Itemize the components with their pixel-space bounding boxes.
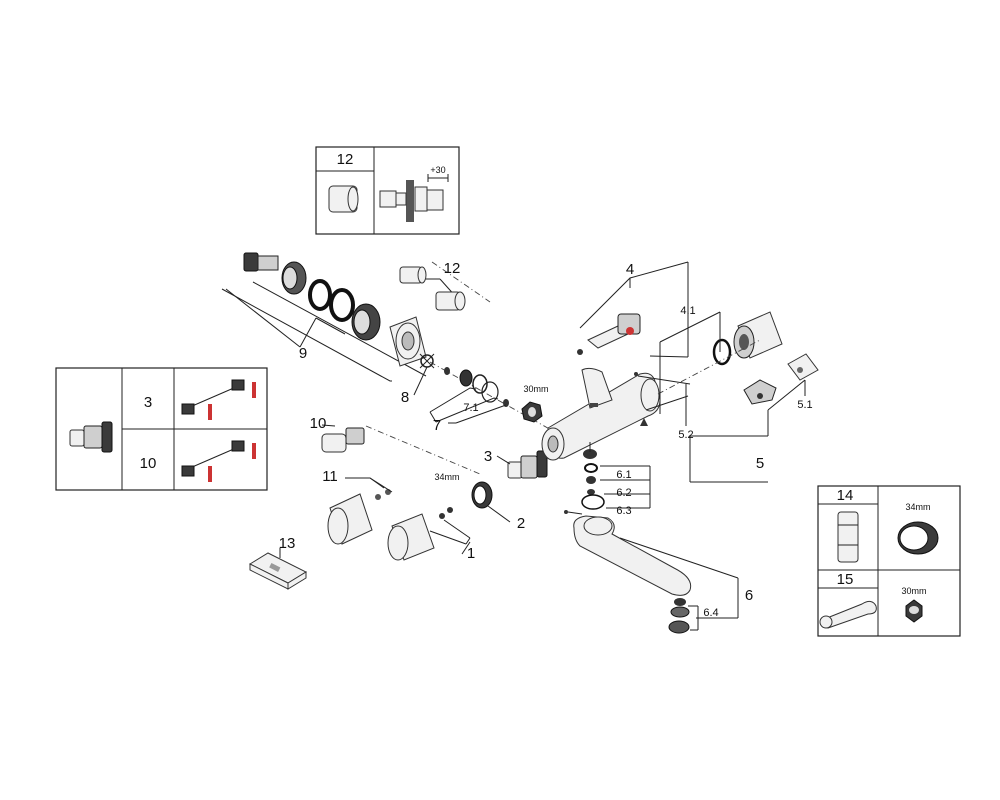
label-7-1: 7.1 bbox=[463, 402, 478, 414]
thermostat-cartridge-icon bbox=[577, 313, 641, 355]
part-1-handle bbox=[387, 507, 471, 561]
label-13: 13 bbox=[279, 535, 296, 552]
axis-line-center bbox=[429, 361, 563, 437]
part-11-handle-cap bbox=[327, 477, 393, 545]
part-group-7 bbox=[429, 367, 509, 424]
label-11: 11 bbox=[322, 468, 338, 485]
clip-part-icon bbox=[743, 379, 777, 405]
o-ring-1 bbox=[308, 279, 332, 311]
aerator-parts bbox=[668, 598, 699, 634]
extension-install-icon bbox=[379, 174, 449, 222]
wrench-icon bbox=[819, 600, 877, 629]
label-2: 2 bbox=[517, 515, 525, 532]
nut-30mm-part bbox=[521, 401, 543, 423]
part-group-6 bbox=[564, 442, 651, 515]
label-6-2: 6.2 bbox=[616, 487, 631, 499]
label-8: 8 bbox=[401, 389, 409, 406]
label-12: 12 bbox=[444, 260, 461, 277]
label-6: 6 bbox=[745, 587, 753, 604]
axis-line-right bbox=[657, 339, 761, 395]
part-10-valve bbox=[321, 424, 365, 453]
tool-14-number: 14 bbox=[837, 487, 854, 504]
label-10: 10 bbox=[310, 415, 327, 432]
o-ring-2 bbox=[329, 288, 355, 322]
label-9: 9 bbox=[299, 345, 307, 362]
nut-30mm-icon bbox=[905, 599, 923, 623]
part-group-9 bbox=[221, 252, 427, 382]
stop-ring-part-icon bbox=[787, 353, 819, 381]
valve-check-diagram-icon bbox=[181, 379, 256, 420]
tool-15-number: 15 bbox=[837, 571, 854, 588]
label-5-2: 5.2 bbox=[678, 429, 693, 441]
valve-insert-icon bbox=[243, 252, 279, 272]
cartridge-tool-icon bbox=[837, 511, 859, 563]
ring-34mm-icon bbox=[897, 521, 939, 555]
cover-cap-icon bbox=[389, 316, 427, 367]
label-7: 7 bbox=[433, 417, 441, 434]
spout bbox=[573, 515, 739, 619]
threaded-ring-icon bbox=[351, 303, 381, 341]
label-5: 5 bbox=[756, 455, 764, 472]
cap-ring-part bbox=[712, 338, 732, 366]
tool-15-dimension: 30mm bbox=[901, 586, 926, 596]
label-4-1: 4.1 bbox=[680, 305, 695, 317]
part-3-check-valve bbox=[507, 450, 548, 479]
box-left-row1: 3 bbox=[144, 394, 152, 411]
adapter-icon-1 bbox=[399, 266, 427, 284]
adapter-part-icon bbox=[328, 185, 359, 213]
inset-box-tools: 14 15 34mm 30mm bbox=[817, 485, 961, 637]
tool-14-dimension: 34mm bbox=[905, 502, 930, 512]
label-5-1: 5.1 bbox=[797, 399, 812, 411]
dim-30mm: 30mm bbox=[523, 384, 548, 394]
label-3: 3 bbox=[484, 448, 492, 465]
axis-line-10 bbox=[365, 425, 481, 475]
label-4: 4 bbox=[626, 261, 634, 278]
box12-number: 12 bbox=[337, 151, 354, 168]
label-6-1: 6.1 bbox=[616, 469, 631, 481]
box12-offset: +30 bbox=[430, 165, 445, 175]
mixer-body bbox=[541, 367, 661, 461]
label-6-3: 6.3 bbox=[616, 505, 631, 517]
inset-box-left: 3 10 bbox=[55, 367, 268, 491]
screw-parts-icon bbox=[634, 372, 691, 426]
valve-check-diagram-icon-2 bbox=[181, 440, 256, 482]
check-valve-icon bbox=[69, 421, 113, 453]
part-2-ring-34mm bbox=[471, 481, 493, 509]
dim-34mm: 34mm bbox=[434, 472, 459, 482]
box-left-row2: 10 bbox=[140, 455, 157, 472]
axis-line-upper bbox=[431, 261, 491, 303]
part-group-5 bbox=[634, 311, 819, 483]
part-13-module bbox=[248, 552, 308, 590]
part-8-icon bbox=[419, 353, 435, 369]
adapter-icon-2 bbox=[435, 291, 466, 311]
part-group-12 bbox=[399, 266, 466, 311]
temperature-knob bbox=[733, 311, 783, 359]
label-1: 1 bbox=[467, 545, 475, 562]
body-sleeve-icon bbox=[281, 261, 307, 295]
label-6-4: 6.4 bbox=[703, 607, 718, 619]
part-group-4 bbox=[577, 261, 689, 358]
inset-box-12: 12 +30 bbox=[315, 146, 460, 235]
